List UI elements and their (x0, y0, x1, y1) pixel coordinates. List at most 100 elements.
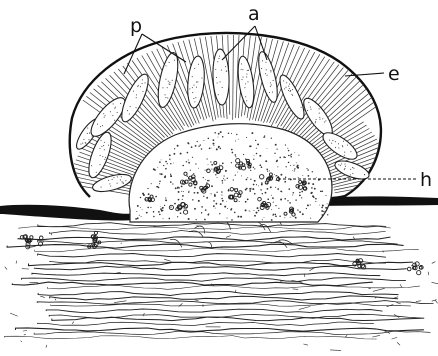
stipple-dot (273, 214, 274, 215)
tissue-stroke (55, 299, 56, 300)
stipple-dot (320, 191, 321, 192)
stipple-dot (175, 187, 177, 189)
stipple-dot (237, 172, 238, 173)
stipple-dot (274, 214, 276, 216)
stipple-dot (232, 152, 234, 154)
stipple-dot (288, 188, 290, 190)
stipple-dot (164, 205, 165, 206)
stipple-dot (198, 168, 199, 169)
stipple-dot (188, 218, 190, 220)
stipple-dot (169, 159, 170, 160)
tissue-fibre (46, 309, 382, 313)
stipple-dot (311, 192, 313, 194)
tissue-stroke (435, 300, 437, 303)
tissue-fibre (22, 278, 406, 282)
stipple-dot (234, 212, 236, 214)
stipple-dot (216, 192, 217, 193)
tissue-fibre (52, 317, 424, 321)
stipple-dot (292, 170, 293, 171)
stipple-dot (265, 160, 267, 162)
stipple-dot (287, 148, 288, 149)
stipple-dot (289, 202, 291, 204)
stipple-dot (233, 179, 234, 180)
stipple-dot (196, 219, 197, 220)
stipple-dot (323, 211, 324, 212)
stipple-dot (192, 199, 193, 200)
tissue-stroke (428, 272, 429, 275)
stipple-dot (227, 178, 228, 179)
tissue-fibre (35, 248, 419, 252)
stipple-dot (275, 205, 276, 206)
stipple-dot (274, 153, 275, 154)
stipple-dot (208, 164, 209, 165)
stipple-dot (231, 149, 233, 151)
stipple-dot (147, 188, 148, 189)
tissue-layers (4, 204, 438, 350)
label-h: h (420, 169, 432, 191)
stipple-dot (298, 155, 299, 156)
tissue-stroke (46, 345, 47, 347)
stipple-dot (228, 133, 230, 135)
stipple-dot (271, 219, 273, 221)
stipple-dot (218, 137, 219, 138)
stipple-dot (263, 137, 264, 138)
stipple-dot (139, 215, 140, 216)
stipple-dot (148, 193, 150, 195)
stipple-dot (155, 196, 157, 198)
stipple-dot (183, 195, 184, 196)
stipple-dot (285, 157, 286, 158)
stipple-dot (276, 148, 277, 149)
stipple-dot (253, 167, 254, 168)
stipple-dot (286, 166, 287, 167)
stipple-dot (159, 173, 160, 174)
stipple-dot (137, 217, 139, 219)
stipple-dot (252, 188, 254, 190)
stipple-dot (275, 187, 276, 188)
stipple-dot (284, 198, 286, 200)
stipple-dot (255, 140, 256, 141)
stipple-dot (208, 213, 209, 214)
stipple-dot (264, 135, 265, 136)
stipple-dot (313, 197, 315, 199)
stipple-dot (247, 177, 248, 178)
tissue-fibre (7, 244, 403, 248)
stipple-dot (296, 162, 297, 163)
stipple-dot (137, 205, 139, 207)
stipple-dot (173, 163, 174, 164)
stipple-dot (240, 216, 242, 218)
stipple-dot (136, 211, 137, 212)
tissue-fibre (38, 223, 386, 227)
tissue-stroke (400, 285, 402, 288)
stipple-dot (159, 161, 161, 163)
stipple-dot (226, 217, 227, 218)
stipple-dot (275, 175, 276, 176)
stipple-dot (237, 216, 239, 218)
stipple-dot (297, 165, 299, 167)
stipple-dot (186, 161, 187, 162)
stipple-dot (267, 171, 268, 172)
stipple-dot (270, 186, 272, 188)
stipple-dot (272, 197, 274, 199)
tissue-fibre (37, 301, 433, 305)
stipple-dot (182, 199, 183, 200)
tissue-stroke (416, 301, 421, 302)
stipple-dot (165, 200, 167, 202)
stipple-dot (310, 204, 311, 205)
stipple-dot (321, 207, 323, 209)
tissue-stroke (299, 307, 310, 310)
stipple-dot (273, 201, 274, 202)
stipple-dot (295, 199, 296, 200)
stipple-dot (249, 188, 251, 190)
cell (39, 236, 43, 240)
stipple-dot (210, 161, 211, 162)
surface-band-left (0, 205, 135, 221)
stipple-dot (265, 192, 267, 194)
stipple-dot (163, 218, 164, 219)
stipple-dot (161, 159, 162, 160)
stipple-dot (211, 185, 213, 187)
stipple-dot (154, 169, 156, 171)
stipple-dot (181, 191, 182, 192)
stipple-dot (193, 173, 194, 174)
stipple-dot (254, 180, 256, 182)
stipple-dot (275, 215, 277, 217)
